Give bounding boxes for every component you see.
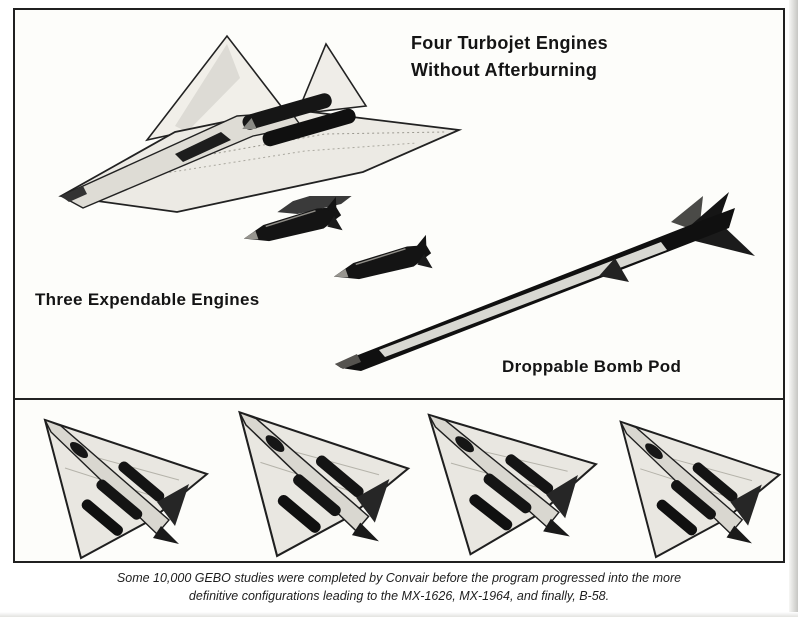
caption-line2: definitive configurations leading to the…: [188, 588, 610, 603]
section-divider: [15, 398, 783, 400]
gebo-config-2: [238, 411, 410, 557]
label-four-turbojet-line1: Four Turbojet Engines: [411, 33, 608, 53]
figure-frame: Four Turbojet Engines Without Afterburni…: [13, 8, 785, 563]
label-droppable-bomb-pod: Droppable Bomb Pod: [502, 357, 682, 376]
expendable-engines-illustration: [243, 196, 433, 280]
scan-edge-bottom: [0, 612, 798, 617]
label-four-turbojet-line2: Without Afterburning: [411, 60, 598, 80]
label-four-turbojet: Four Turbojet Engines Without Afterburni…: [411, 30, 608, 84]
gebo-config-4: [619, 420, 781, 559]
caption-line1: Some 10,000 GEBO studies were completed …: [116, 571, 682, 585]
gebo-config-3: [427, 408, 600, 557]
bomb-pod-illustration: [335, 192, 755, 371]
gebo-config-1: [44, 419, 208, 559]
gebo-configurations-illustration: [44, 408, 781, 559]
label-three-expendable: Three Expendable Engines: [35, 290, 260, 309]
delta-aircraft-illustration: [58, 34, 463, 213]
scan-edge-right: [789, 0, 798, 617]
figure-caption: Some 10,000 GEBO studies were completed …: [0, 570, 798, 605]
